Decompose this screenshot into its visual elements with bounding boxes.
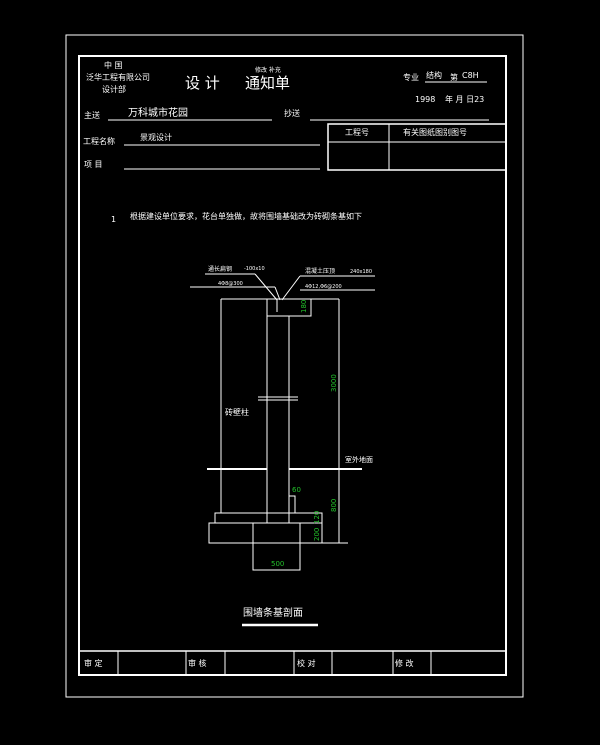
concrete-footing bbox=[252, 522, 301, 544]
label-flat-steel: 通长扁钢 bbox=[208, 265, 232, 273]
note-number: 1 bbox=[111, 215, 116, 224]
outer-frame bbox=[65, 34, 524, 698]
org-line2: 泛华工程有限公司 bbox=[86, 72, 150, 82]
signature-row: 审 定 审 核 校 对 修 改 bbox=[79, 650, 506, 675]
table-col2: 有关图纸图别图号 bbox=[403, 127, 467, 137]
info-table bbox=[327, 123, 507, 171]
label-ground: 室外地面 bbox=[345, 455, 373, 464]
rebar-left: 4Φ8@300 bbox=[218, 281, 243, 287]
dim-120: 120 bbox=[313, 511, 321, 524]
caption: 围墙条基剖面 bbox=[243, 606, 303, 619]
header: 中 国 泛华工程有限公司 设计部 设 计 通知单 修改 补充 专业 结构 第 C… bbox=[83, 60, 507, 171]
project-name-value: 景观设计 bbox=[140, 132, 172, 142]
approve-label: 审 定 bbox=[84, 658, 103, 668]
check-label: 校 对 bbox=[297, 658, 316, 668]
specialty-value: 结构 bbox=[426, 70, 442, 80]
org-line3: 设计部 bbox=[102, 84, 126, 94]
inner-frame bbox=[78, 55, 507, 676]
project-name-label: 工程名称 bbox=[83, 136, 115, 146]
wall-section: 通长扁钢 -100x10 4Φ8@300 混凝土压顶 240x180 4Φ12,… bbox=[190, 265, 375, 571]
date-rest: 年 月 日23 bbox=[445, 94, 484, 104]
dim-500: 500 bbox=[271, 560, 284, 568]
dim-800: 800 bbox=[330, 499, 338, 512]
number-value: C8H bbox=[462, 71, 479, 80]
item-label: 项 目 bbox=[84, 160, 103, 169]
coping-size: 240x180 bbox=[350, 269, 372, 275]
number-label: 第 bbox=[450, 72, 458, 82]
cc-label: 抄送 bbox=[284, 108, 300, 118]
label-coping: 混凝土压顶 bbox=[305, 267, 335, 275]
dim-180: 180 bbox=[300, 300, 308, 313]
note-text: 根据建设单位要求，花台单独做，故将围墙基础改为砖砌条基如下 bbox=[130, 211, 362, 221]
label-pilaster: 砖壁柱 bbox=[225, 407, 249, 417]
flat-steel-size: -100x10 bbox=[244, 266, 265, 272]
dim-3000: 3000 bbox=[330, 374, 338, 392]
to-label: 主送 bbox=[84, 110, 100, 120]
title-left: 设 计 bbox=[185, 74, 220, 92]
brick-wall bbox=[266, 315, 290, 524]
date-year: 1998 bbox=[415, 95, 435, 104]
dim-200: 200 bbox=[313, 528, 321, 541]
table-col1: 工程号 bbox=[345, 128, 369, 137]
title-overlay: 修改 补充 bbox=[255, 66, 281, 74]
coping bbox=[266, 298, 312, 317]
review-label: 审 核 bbox=[188, 658, 207, 668]
dim-60: 60 bbox=[292, 486, 301, 494]
specialty-label: 专业 bbox=[403, 72, 419, 82]
rebar-right: 4Φ12,Φ6@200 bbox=[305, 284, 342, 290]
revise-label: 修 改 bbox=[395, 658, 414, 668]
org-line1: 中 国 bbox=[104, 60, 123, 70]
title-right: 通知单 bbox=[245, 74, 290, 92]
to-value: 万科城市花园 bbox=[128, 106, 188, 119]
